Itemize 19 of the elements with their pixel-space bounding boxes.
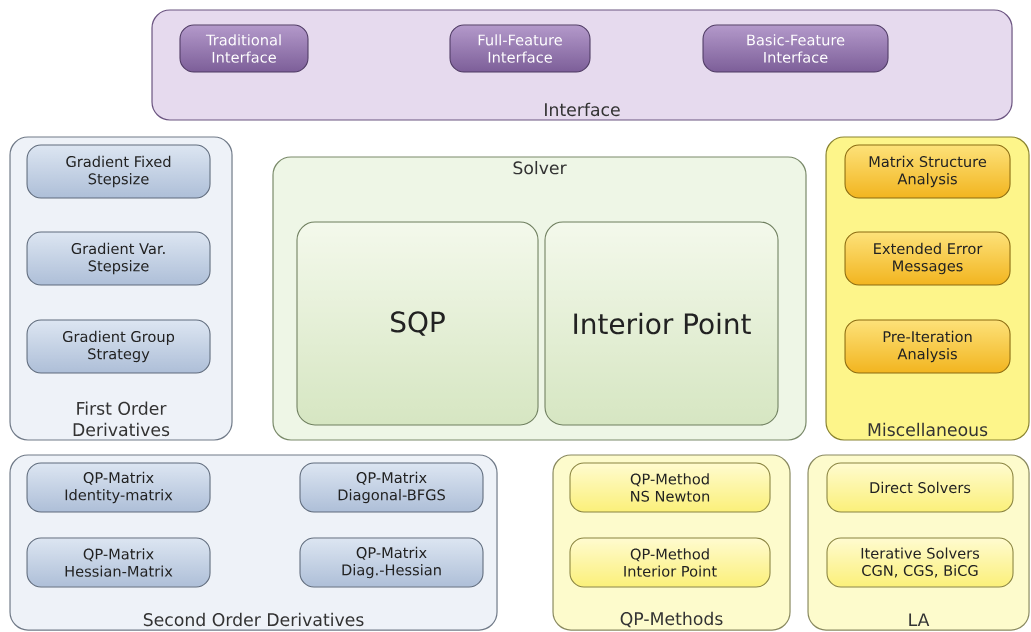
feature-box: Basic-Feature Interface (702, 24, 889, 73)
feature-box: Gradient Fixed Stepsize (26, 144, 211, 199)
feature-box: QP-Matrix Hessian-Matrix (26, 537, 211, 588)
feature-box: Extended Error Messages (844, 231, 1011, 286)
feature-box: Iterative Solvers CGN, CGS, BiCG (826, 537, 1014, 588)
feature-box: QP-Matrix Diagonal-BFGS (299, 462, 484, 513)
feature-box: Matrix Structure Analysis (844, 144, 1011, 199)
feature-box: QP-Method NS Newton (569, 462, 771, 513)
feature-box: Gradient Group Strategy (26, 319, 211, 374)
feature-box: Gradient Var. Stepsize (26, 231, 211, 286)
feature-box: Full-Feature Interface (449, 24, 591, 73)
feature-box: QP-Method Interior Point (569, 537, 771, 588)
feature-box: Direct Solvers (826, 462, 1014, 513)
method-box: Interior Point (544, 221, 779, 426)
feature-box: QP-Matrix Identity-matrix (26, 462, 211, 513)
feature-box: Pre-Iteration Analysis (844, 319, 1011, 374)
method-box: SQP (296, 221, 539, 426)
feature-box: Traditional Interface (179, 24, 309, 73)
feature-box: QP-Matrix Diag.-Hessian (299, 537, 484, 588)
